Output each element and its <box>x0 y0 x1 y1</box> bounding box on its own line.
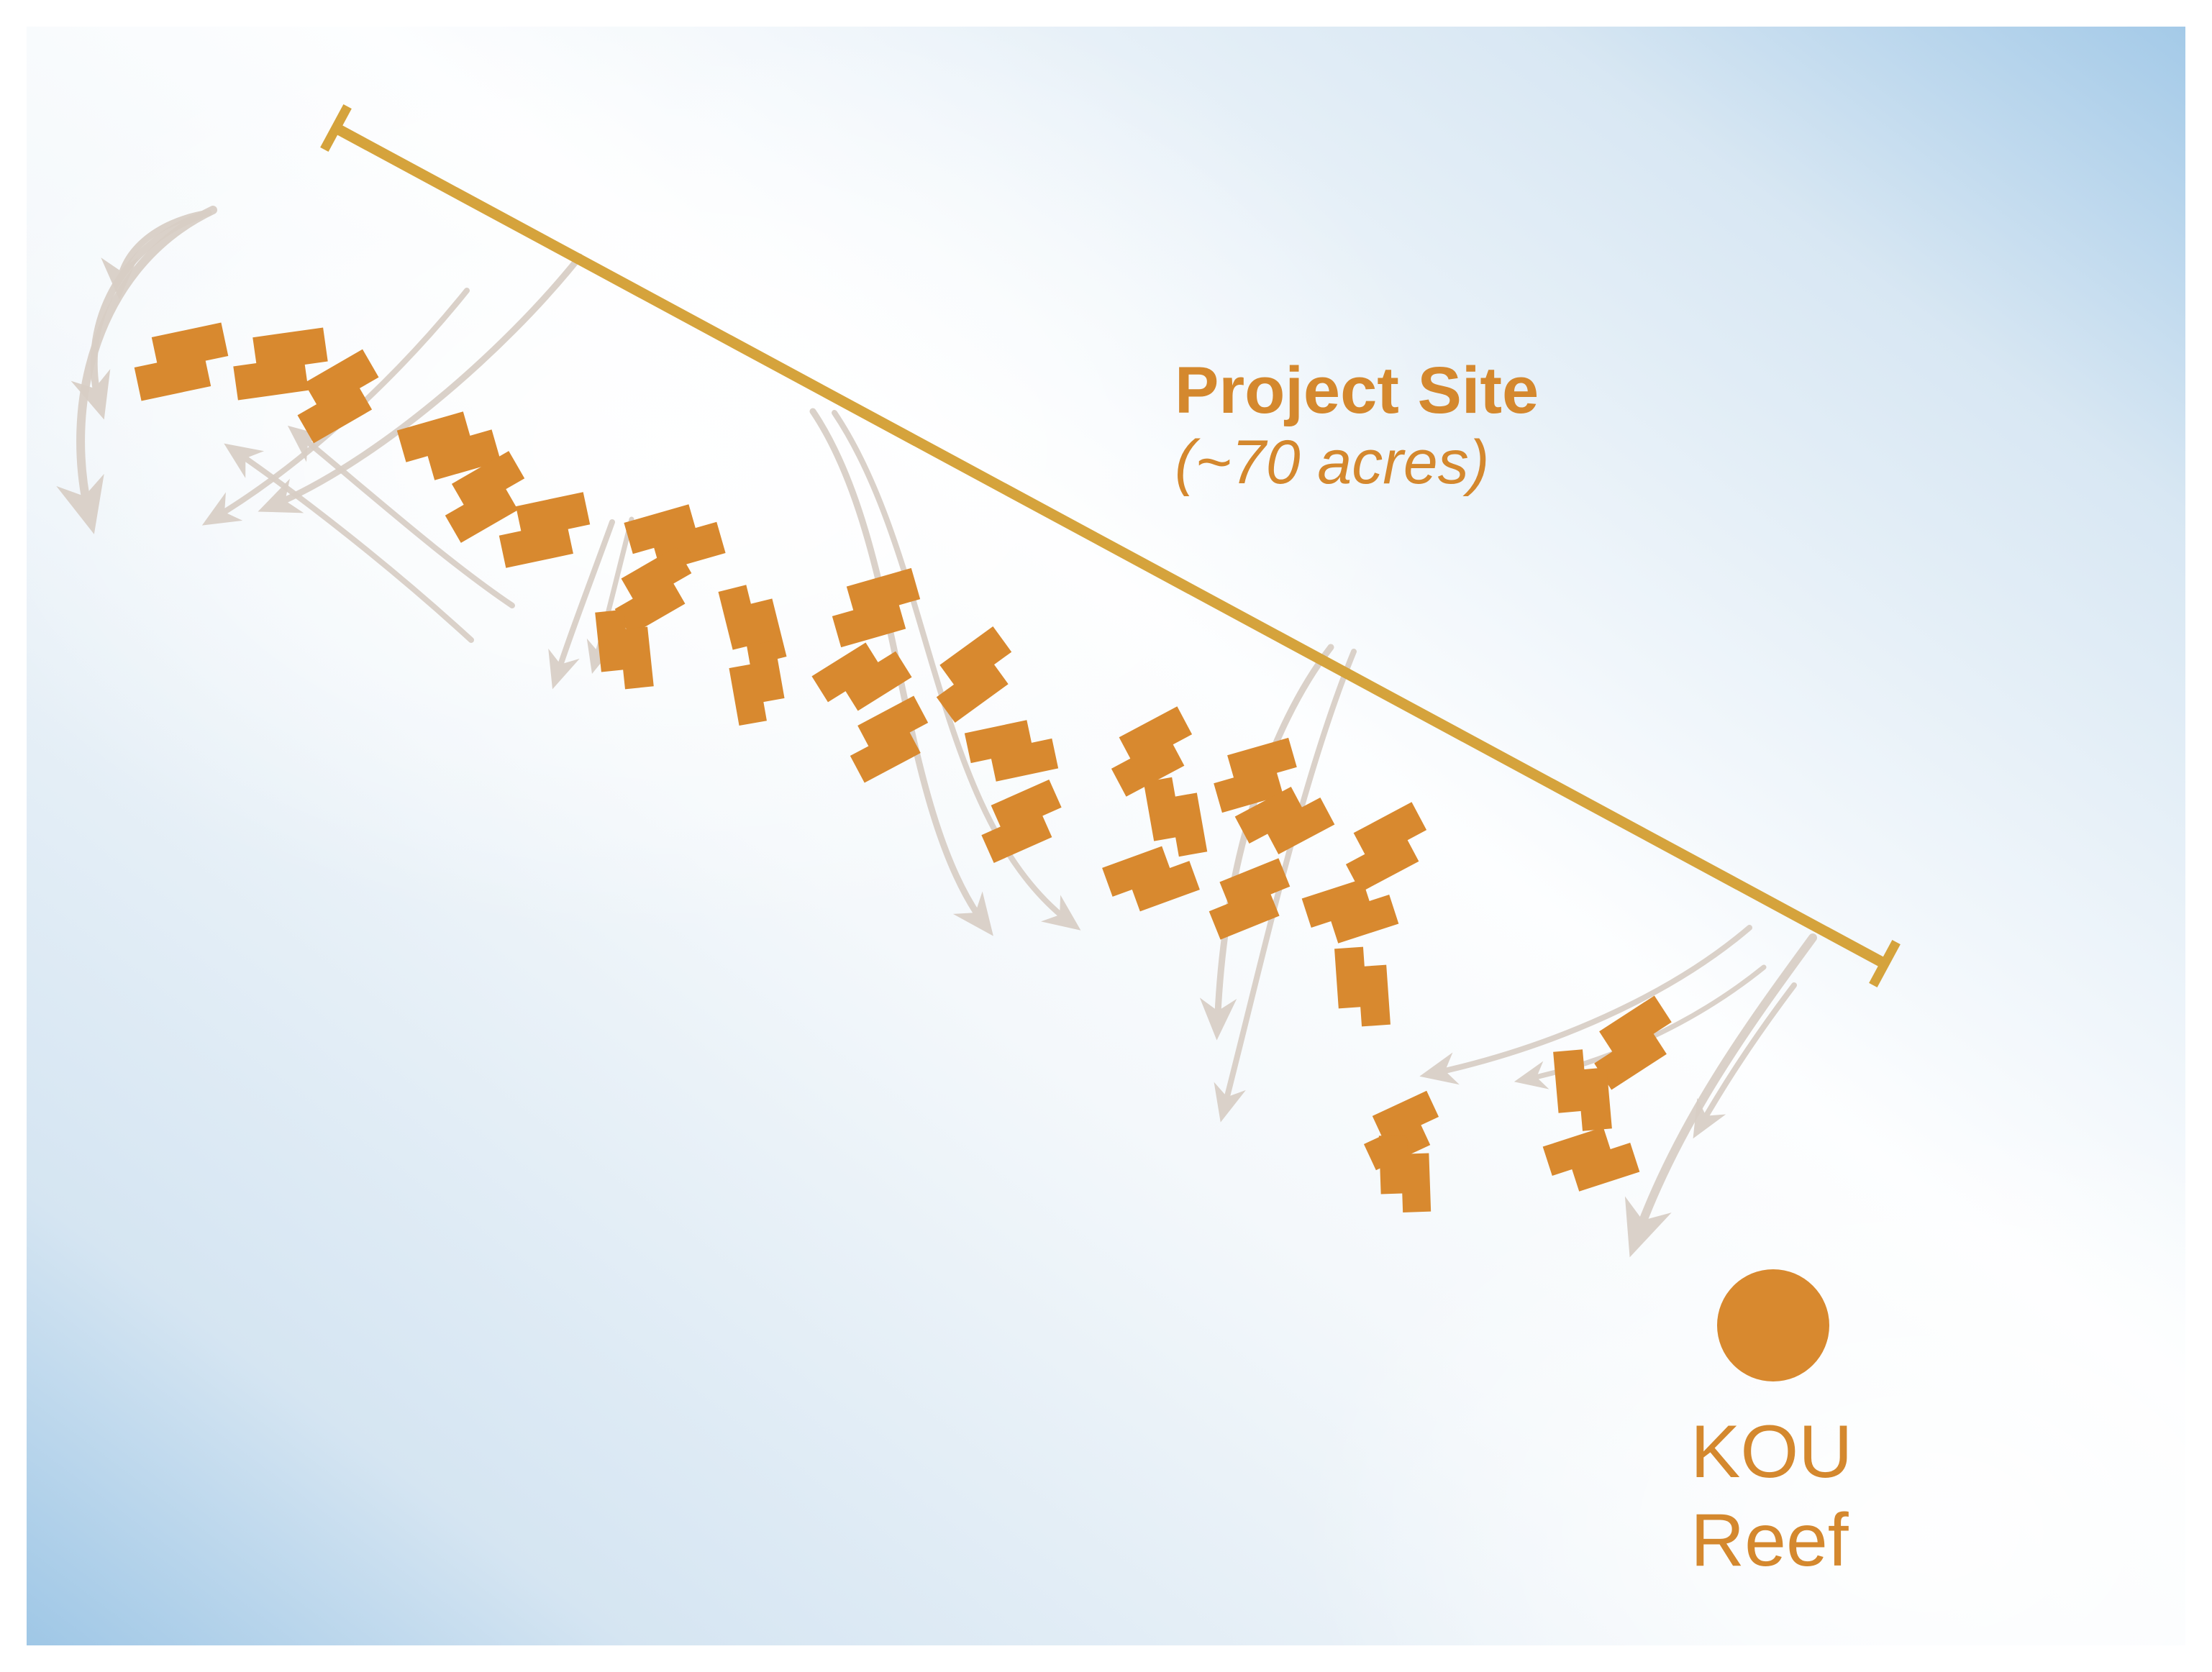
current-arrow <box>70 212 204 420</box>
reef-module <box>624 504 726 572</box>
current-arrow <box>548 519 615 690</box>
current-arrow <box>1624 933 1817 1258</box>
reef-module <box>499 492 591 568</box>
reef-module <box>811 642 912 711</box>
reef-module <box>850 695 929 783</box>
reef-module <box>1334 946 1391 1027</box>
extent-line <box>333 123 1888 969</box>
project-site-acreage: (~70 acres) <box>1175 428 1490 498</box>
current-arrow <box>224 443 474 643</box>
current-arrow <box>1214 649 1357 1123</box>
kou-reef-layer <box>1717 1269 1829 1381</box>
reef-module <box>1111 706 1193 797</box>
reef-module <box>832 567 921 648</box>
reef-module <box>981 779 1062 864</box>
reef-modules-layer <box>134 322 1672 1212</box>
reef-module <box>1143 777 1208 857</box>
current-arrow <box>586 516 634 674</box>
project-site-label: Project Site (~70 acres) <box>1175 354 1539 497</box>
kou-reef-circle <box>1717 1269 1829 1381</box>
reef-module <box>1209 858 1291 940</box>
extent-line-layer <box>320 104 1901 988</box>
reef-module <box>1234 787 1335 854</box>
current-arrow <box>287 425 515 608</box>
reef-module <box>1345 802 1427 892</box>
reef-module <box>729 641 785 726</box>
reef-module <box>445 451 525 543</box>
reef-module <box>1102 846 1200 912</box>
extent-line-tick <box>1869 939 1901 988</box>
reef-module <box>1542 1127 1640 1192</box>
current-arrow <box>258 253 583 513</box>
reef-module <box>1378 1135 1432 1212</box>
kou-reef-label: KOU Reef <box>1690 1408 1852 1584</box>
kou-reef-label-line1: KOU <box>1690 1410 1853 1494</box>
reef-module <box>134 322 229 401</box>
current-arrow <box>56 206 217 534</box>
reef-module <box>1553 1049 1612 1131</box>
reef-module <box>1594 995 1672 1090</box>
extent-line-tick <box>320 104 352 152</box>
reef-module <box>936 626 1012 723</box>
reef-module <box>297 349 379 444</box>
current-arrow <box>1693 982 1797 1139</box>
project-site-title: Project Site <box>1175 354 1539 427</box>
reef-module <box>1214 737 1297 813</box>
kou-reef-label-line2: Reef <box>1690 1498 1849 1582</box>
reef-module <box>396 411 501 480</box>
current-arrow <box>1419 925 1752 1085</box>
reef-module <box>233 327 328 401</box>
ocean-gradient-background <box>27 27 2185 1645</box>
current-arrow <box>1199 644 1334 1041</box>
reef-module <box>614 547 692 636</box>
current-arrow <box>832 410 1081 931</box>
reef-module <box>595 609 654 690</box>
reef-module <box>964 720 1059 782</box>
reef-module <box>1301 879 1399 944</box>
